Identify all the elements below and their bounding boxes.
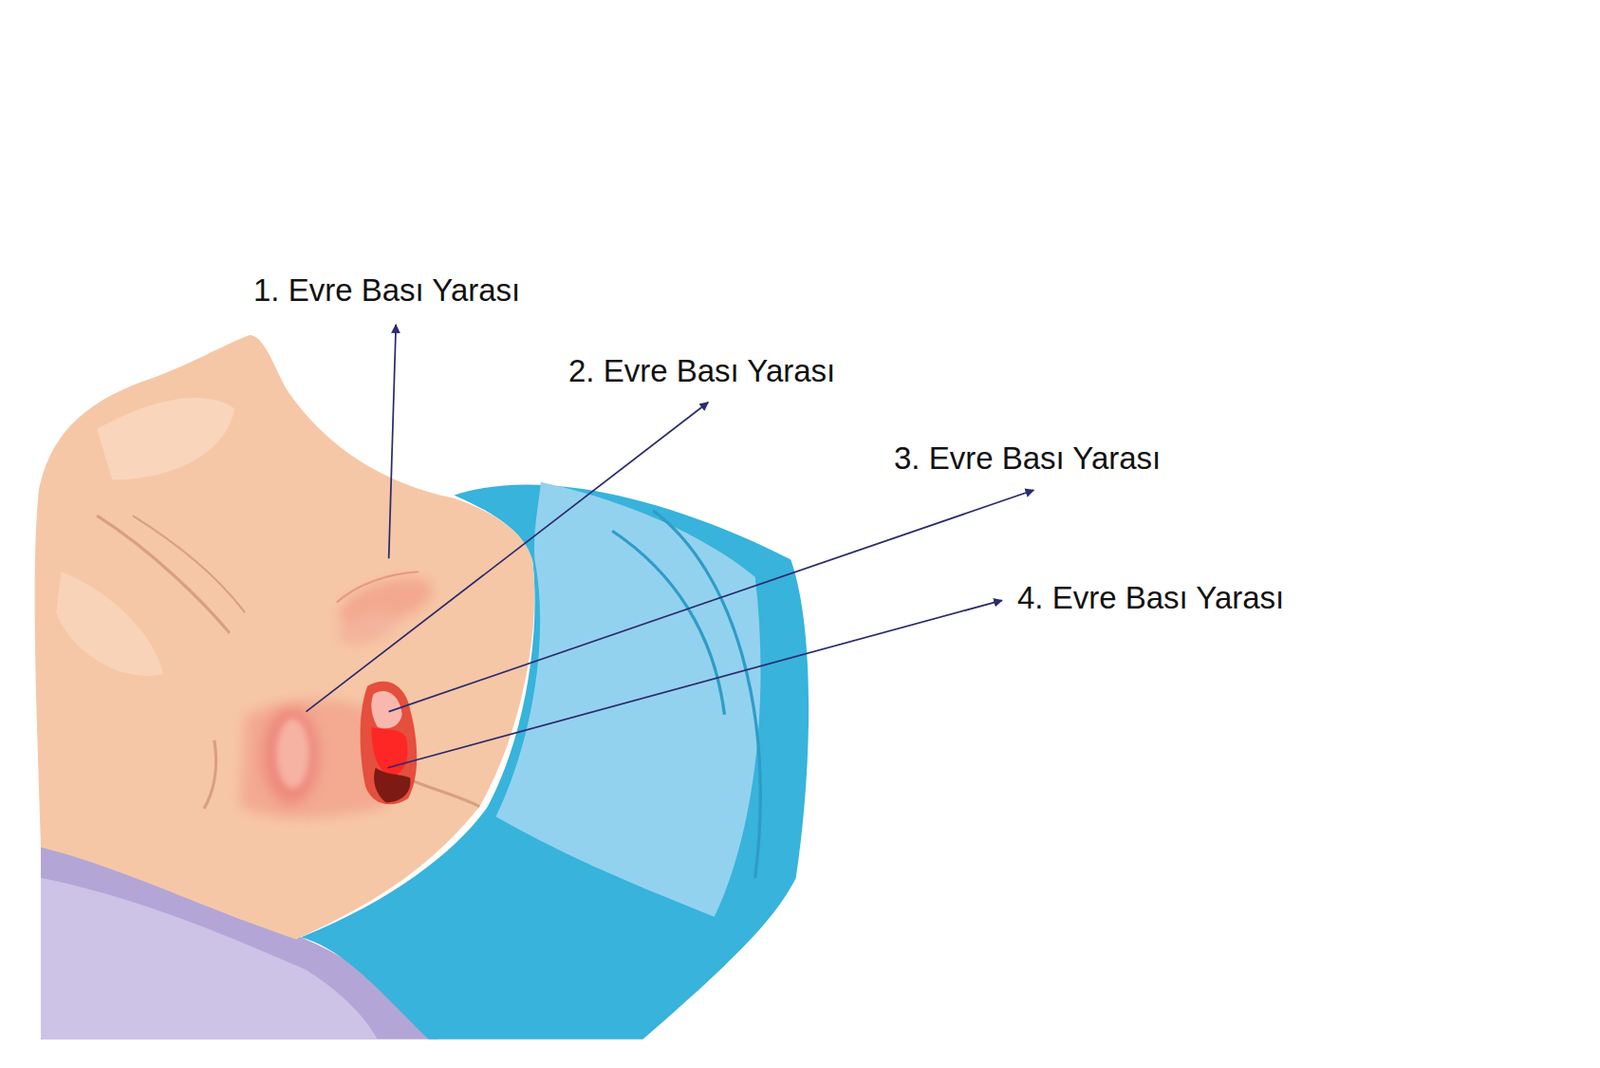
leader-lines — [306, 324, 1035, 768]
stage-label: 4. Evre Bası Yarası — [1017, 578, 1284, 617]
stage-label: 2. Evre Bası Yarası — [568, 352, 836, 391]
stage-label: 3. Evre Bası Yarası — [893, 439, 1161, 478]
face — [35, 334, 536, 940]
pillow-highlight — [496, 482, 762, 917]
wound — [360, 681, 418, 805]
stage-label: 1. Evre Bası Yarası — [253, 271, 521, 310]
